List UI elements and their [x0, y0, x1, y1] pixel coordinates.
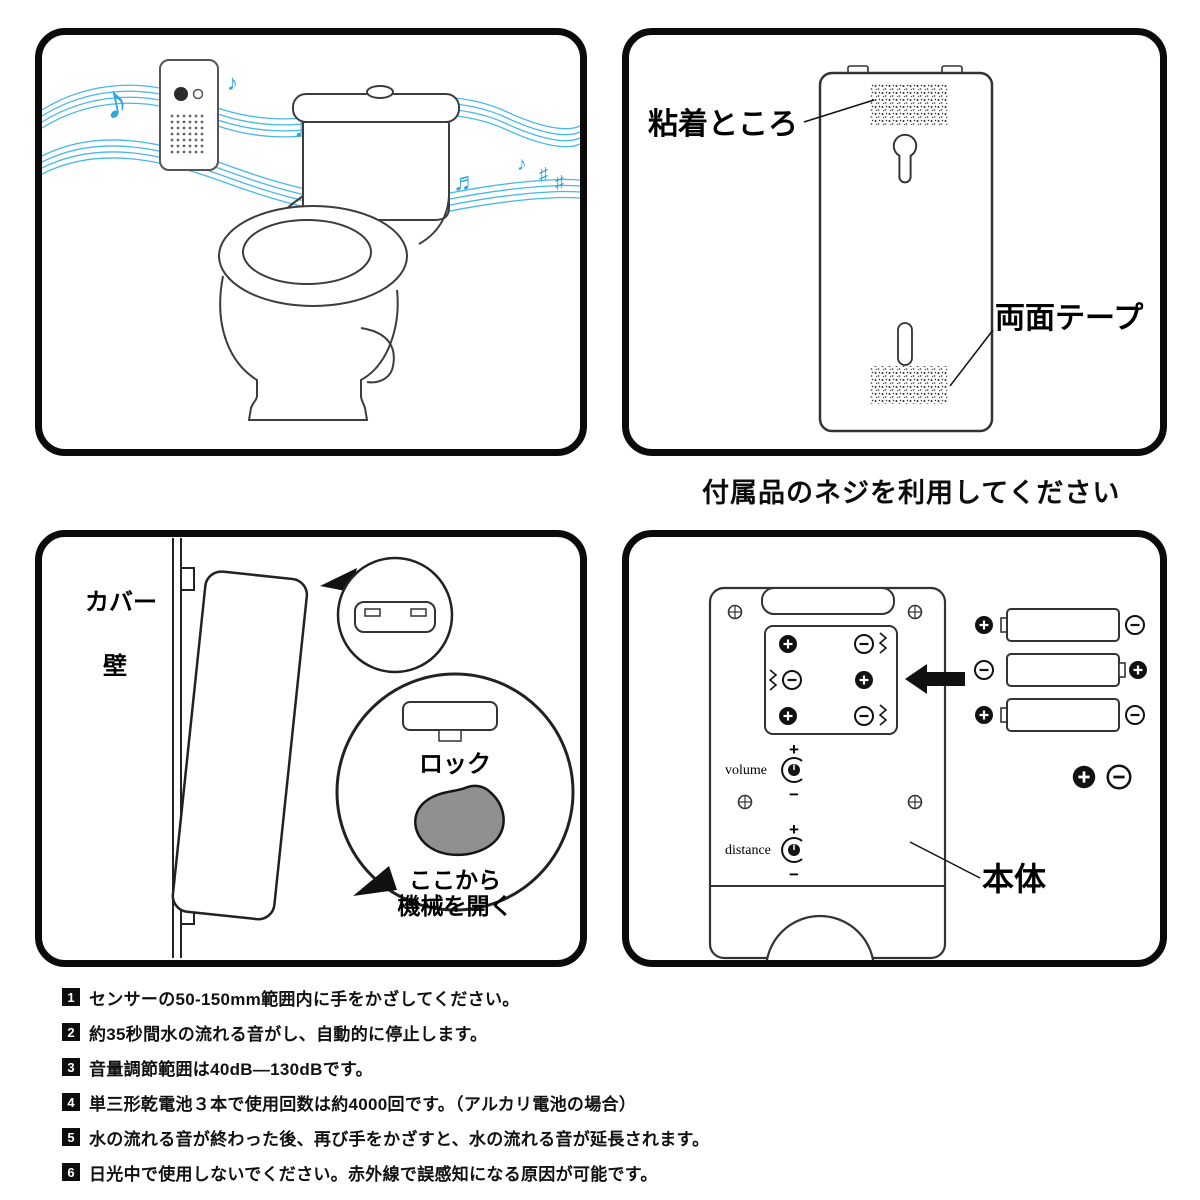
cover-drawing — [171, 570, 309, 921]
step-text: 音量調節範囲は40dB—130dBです。 — [89, 1059, 373, 1079]
step-text: センサーの50-150mm範囲内に手をかざしてください。 — [89, 989, 520, 1009]
plus-terminal-icon — [853, 669, 875, 691]
device-on-wall — [159, 59, 219, 171]
leader-line — [803, 99, 875, 123]
step-number-badge: 6 — [62, 1163, 80, 1181]
plus-terminal-icon — [973, 704, 995, 726]
step-text: 単三形乾電池３本で使用回数は約4000回です。（アルカリ電池の場合） — [89, 1094, 637, 1114]
minus-terminal-icon — [781, 669, 803, 691]
volume-knob — [781, 757, 803, 783]
minus-terminal-icon — [853, 633, 875, 655]
list-item: 3 音量調節範囲は40dB—130dBです。 — [62, 1056, 1152, 1079]
insert-arrow-icon — [905, 664, 965, 694]
screw-icon — [727, 604, 743, 620]
minus-terminal-icon — [1124, 704, 1146, 726]
adhesive-area-bottom — [870, 366, 948, 404]
step-number-badge: 4 — [62, 1093, 80, 1111]
minus-terminal-icon — [853, 705, 875, 727]
plus-sign: + — [789, 820, 799, 839]
music-note-icon: ♪ — [517, 154, 527, 175]
minus-sign: − — [789, 865, 799, 884]
step-number-badge: 5 — [62, 1128, 80, 1146]
step-number-badge: 2 — [62, 1023, 80, 1041]
spring-icon — [768, 669, 778, 691]
minus-sign: − — [789, 785, 799, 804]
step-text: 約35秒間水の流れる音がし、自動的に停止します。 — [89, 1024, 488, 1044]
leader-line — [909, 841, 981, 879]
plus-terminal-icon — [1071, 764, 1097, 790]
list-item: 4 単三形乾電池３本で使用回数は約4000回です。（アルカリ電池の場合） — [62, 1091, 1152, 1114]
screw-icon — [907, 794, 923, 810]
hinge-icon — [180, 567, 195, 591]
step-text: 水の流れる音が終わった後、再び手をかざすと、水の流れる音が延長されます。 — [89, 1129, 710, 1149]
minus-terminal-icon — [1124, 614, 1146, 636]
plus-terminal-icon — [1127, 659, 1149, 681]
toilet-drawing — [218, 85, 460, 421]
distance-label: distance — [725, 843, 771, 858]
top-slot — [761, 587, 895, 615]
sensor-icon — [174, 87, 188, 101]
arrow-icon — [353, 866, 397, 896]
music-note-icon: ♪ — [227, 70, 238, 95]
minus-terminal-icon — [1106, 764, 1132, 790]
speaker-grille — [170, 114, 204, 154]
screw-icon — [737, 794, 753, 810]
clip-slot-icon — [410, 608, 427, 617]
panel-cover-open: ロック ここから 機械を開く カバー 壁 — [35, 530, 587, 967]
step-number-badge: 3 — [62, 1058, 80, 1076]
step-number-badge: 1 — [62, 988, 80, 1006]
plus-terminal-icon — [777, 705, 799, 727]
water-drop-icon — [414, 784, 505, 857]
plus-terminal-icon — [777, 633, 799, 655]
open-hint-line2: 機械を開く — [398, 893, 513, 919]
back-plate — [818, 71, 994, 433]
list-item: 5 水の流れる音が終わった後、再び手をかざすと、水の流れる音が延長されます。 — [62, 1126, 1152, 1149]
adhesive-area-top — [870, 83, 948, 125]
battery-row — [973, 698, 1146, 732]
body-label: 本体 — [982, 861, 1046, 897]
sharp-icon: ♯ — [555, 172, 564, 192]
battery-row — [973, 608, 1146, 642]
sharp-icon: ♯ — [539, 164, 548, 184]
keyhole-icon — [892, 133, 918, 184]
clip-slot-icon — [364, 608, 381, 617]
cover-open-drawing: ロック ここから 機械を開く カバー 壁 — [85, 538, 575, 958]
spring-icon — [878, 704, 888, 726]
instruction-list: 1 センサーの50-150mm範囲内に手をかざしてください。 2 約35秒間水の… — [62, 986, 1152, 1196]
step-text: 日光中で使用しないでください。赤外線で誤感知になる原因が可能です。 — [89, 1164, 658, 1184]
slot-hole-icon — [897, 322, 913, 366]
screw-icon — [907, 604, 923, 620]
music-note-icon: ♪ — [98, 74, 132, 131]
music-note-icon: ♬ — [453, 168, 478, 196]
wall-label: 壁 — [103, 652, 127, 680]
spring-icon — [878, 632, 888, 654]
minus-terminal-icon — [973, 659, 995, 681]
toilet-scene-drawing: ♪ ♪ ♫ ♪ ♫ ♪ ♬ ♪ ♯ ♯ — [42, 59, 580, 421]
screws-caption: 付属品のネジを利用してください — [702, 478, 1121, 508]
leader-line — [949, 329, 994, 387]
adhesive-label: 粘着ところ — [648, 107, 798, 141]
list-item: 6 日光中で使用しないでください。赤外線で誤感知になる原因が可能です。 — [62, 1161, 1152, 1184]
lock-label: ロック — [419, 751, 491, 778]
battery-row — [973, 653, 1149, 687]
lock-tab — [402, 701, 498, 731]
distance-knob — [781, 837, 803, 863]
panel-device-back: 粘着ところ 両面テープ — [622, 28, 1167, 456]
tape-label: 両面テープ — [995, 302, 1144, 335]
panel-main-body: volume + − distance + − 本体 — [622, 530, 1167, 967]
speaker-circle — [765, 914, 875, 960]
device-back-drawing: 粘着ところ 両面テープ — [648, 65, 1144, 433]
plus-terminal-icon — [973, 614, 995, 636]
main-body-drawing: volume + − distance + − 本体 — [708, 586, 1149, 960]
cover-label: カバー — [85, 589, 157, 616]
panel-toilet-scene: ♪ ♪ ♫ ♪ ♫ ♪ ♬ ♪ ♯ ♯ — [35, 28, 587, 456]
open-hint-line1: ここから — [409, 867, 501, 893]
volume-label: volume — [725, 763, 767, 778]
plus-sign: + — [789, 740, 799, 759]
list-item: 1 センサーの50-150mm範囲内に手をかざしてください。 — [62, 986, 1152, 1009]
list-item: 2 約35秒間水の流れる音がし、自動的に停止します。 — [62, 1021, 1152, 1044]
